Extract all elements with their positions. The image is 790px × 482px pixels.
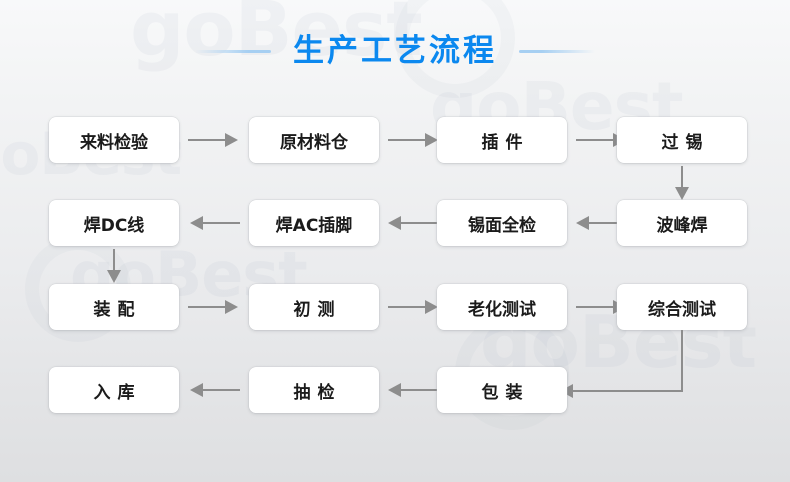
arrow-right-icon [188,299,238,315]
flow-step-label: 焊DC线 [83,215,145,236]
flow-step-box[interactable]: 原材料仓 [249,117,379,163]
flow-step-label: 波峰焊 [656,215,708,236]
flow-step-box[interactable]: 包装 [437,367,567,413]
flow-step-box[interactable]: 装配 [49,284,179,330]
flow-step-label: 初测 [293,299,342,320]
arrow-down-icon [674,166,690,200]
flow-step-label: 锡面全检 [468,215,536,236]
flow-step-box[interactable]: 过锡 [617,117,747,163]
title-rule-left-icon [195,50,271,53]
flow-step-box[interactable]: 综合测试 [617,284,747,330]
page-title-row: 生产工艺流程 [0,36,790,67]
flow-step-label: 过锡 [661,132,710,153]
flow-step-box[interactable]: 波峰焊 [617,200,747,246]
flow-step-label: 来料检验 [80,132,148,153]
flow-step-box[interactable]: 焊AC插脚 [249,200,379,246]
flow-step-box[interactable]: 老化测试 [437,284,567,330]
arrow-down-icon [106,249,122,283]
title-rule-right-icon [519,50,595,53]
page-title: 生产工艺流程 [293,33,497,69]
flow-step-box[interactable]: 初测 [249,284,379,330]
flow-step-box[interactable]: 来料检验 [49,117,179,163]
arrow-left-icon [388,215,438,231]
flow-step-box[interactable]: 锡面全检 [437,200,567,246]
arrow-left-icon [576,215,626,231]
arrow-left-icon [388,382,438,398]
flow-step-label: 综合测试 [648,299,716,320]
flow-step-box[interactable]: 插件 [437,117,567,163]
arrow-right-icon [188,132,238,148]
flow-step-label: 装配 [93,299,142,320]
flow-step-label: 插件 [481,132,530,153]
flow-step-label: 原材料仓 [280,132,348,153]
flow-step-label: 老化测试 [468,299,536,320]
arrow-left-icon [190,382,240,398]
flow-step-box[interactable]: 抽检 [249,367,379,413]
flow-step-label: 抽检 [293,382,342,403]
flow-step-label: 入库 [93,382,142,403]
arrow-right-icon [388,299,438,315]
arrow-right-icon [388,132,438,148]
flow-step-label: 包装 [481,382,530,403]
flow-step-box[interactable]: 焊DC线 [49,200,179,246]
flow-step-label: 焊AC插脚 [275,215,353,236]
arrow-left-icon [190,215,240,231]
flow-step-box[interactable]: 入库 [49,367,179,413]
elbow-connector-icon [560,330,690,398]
